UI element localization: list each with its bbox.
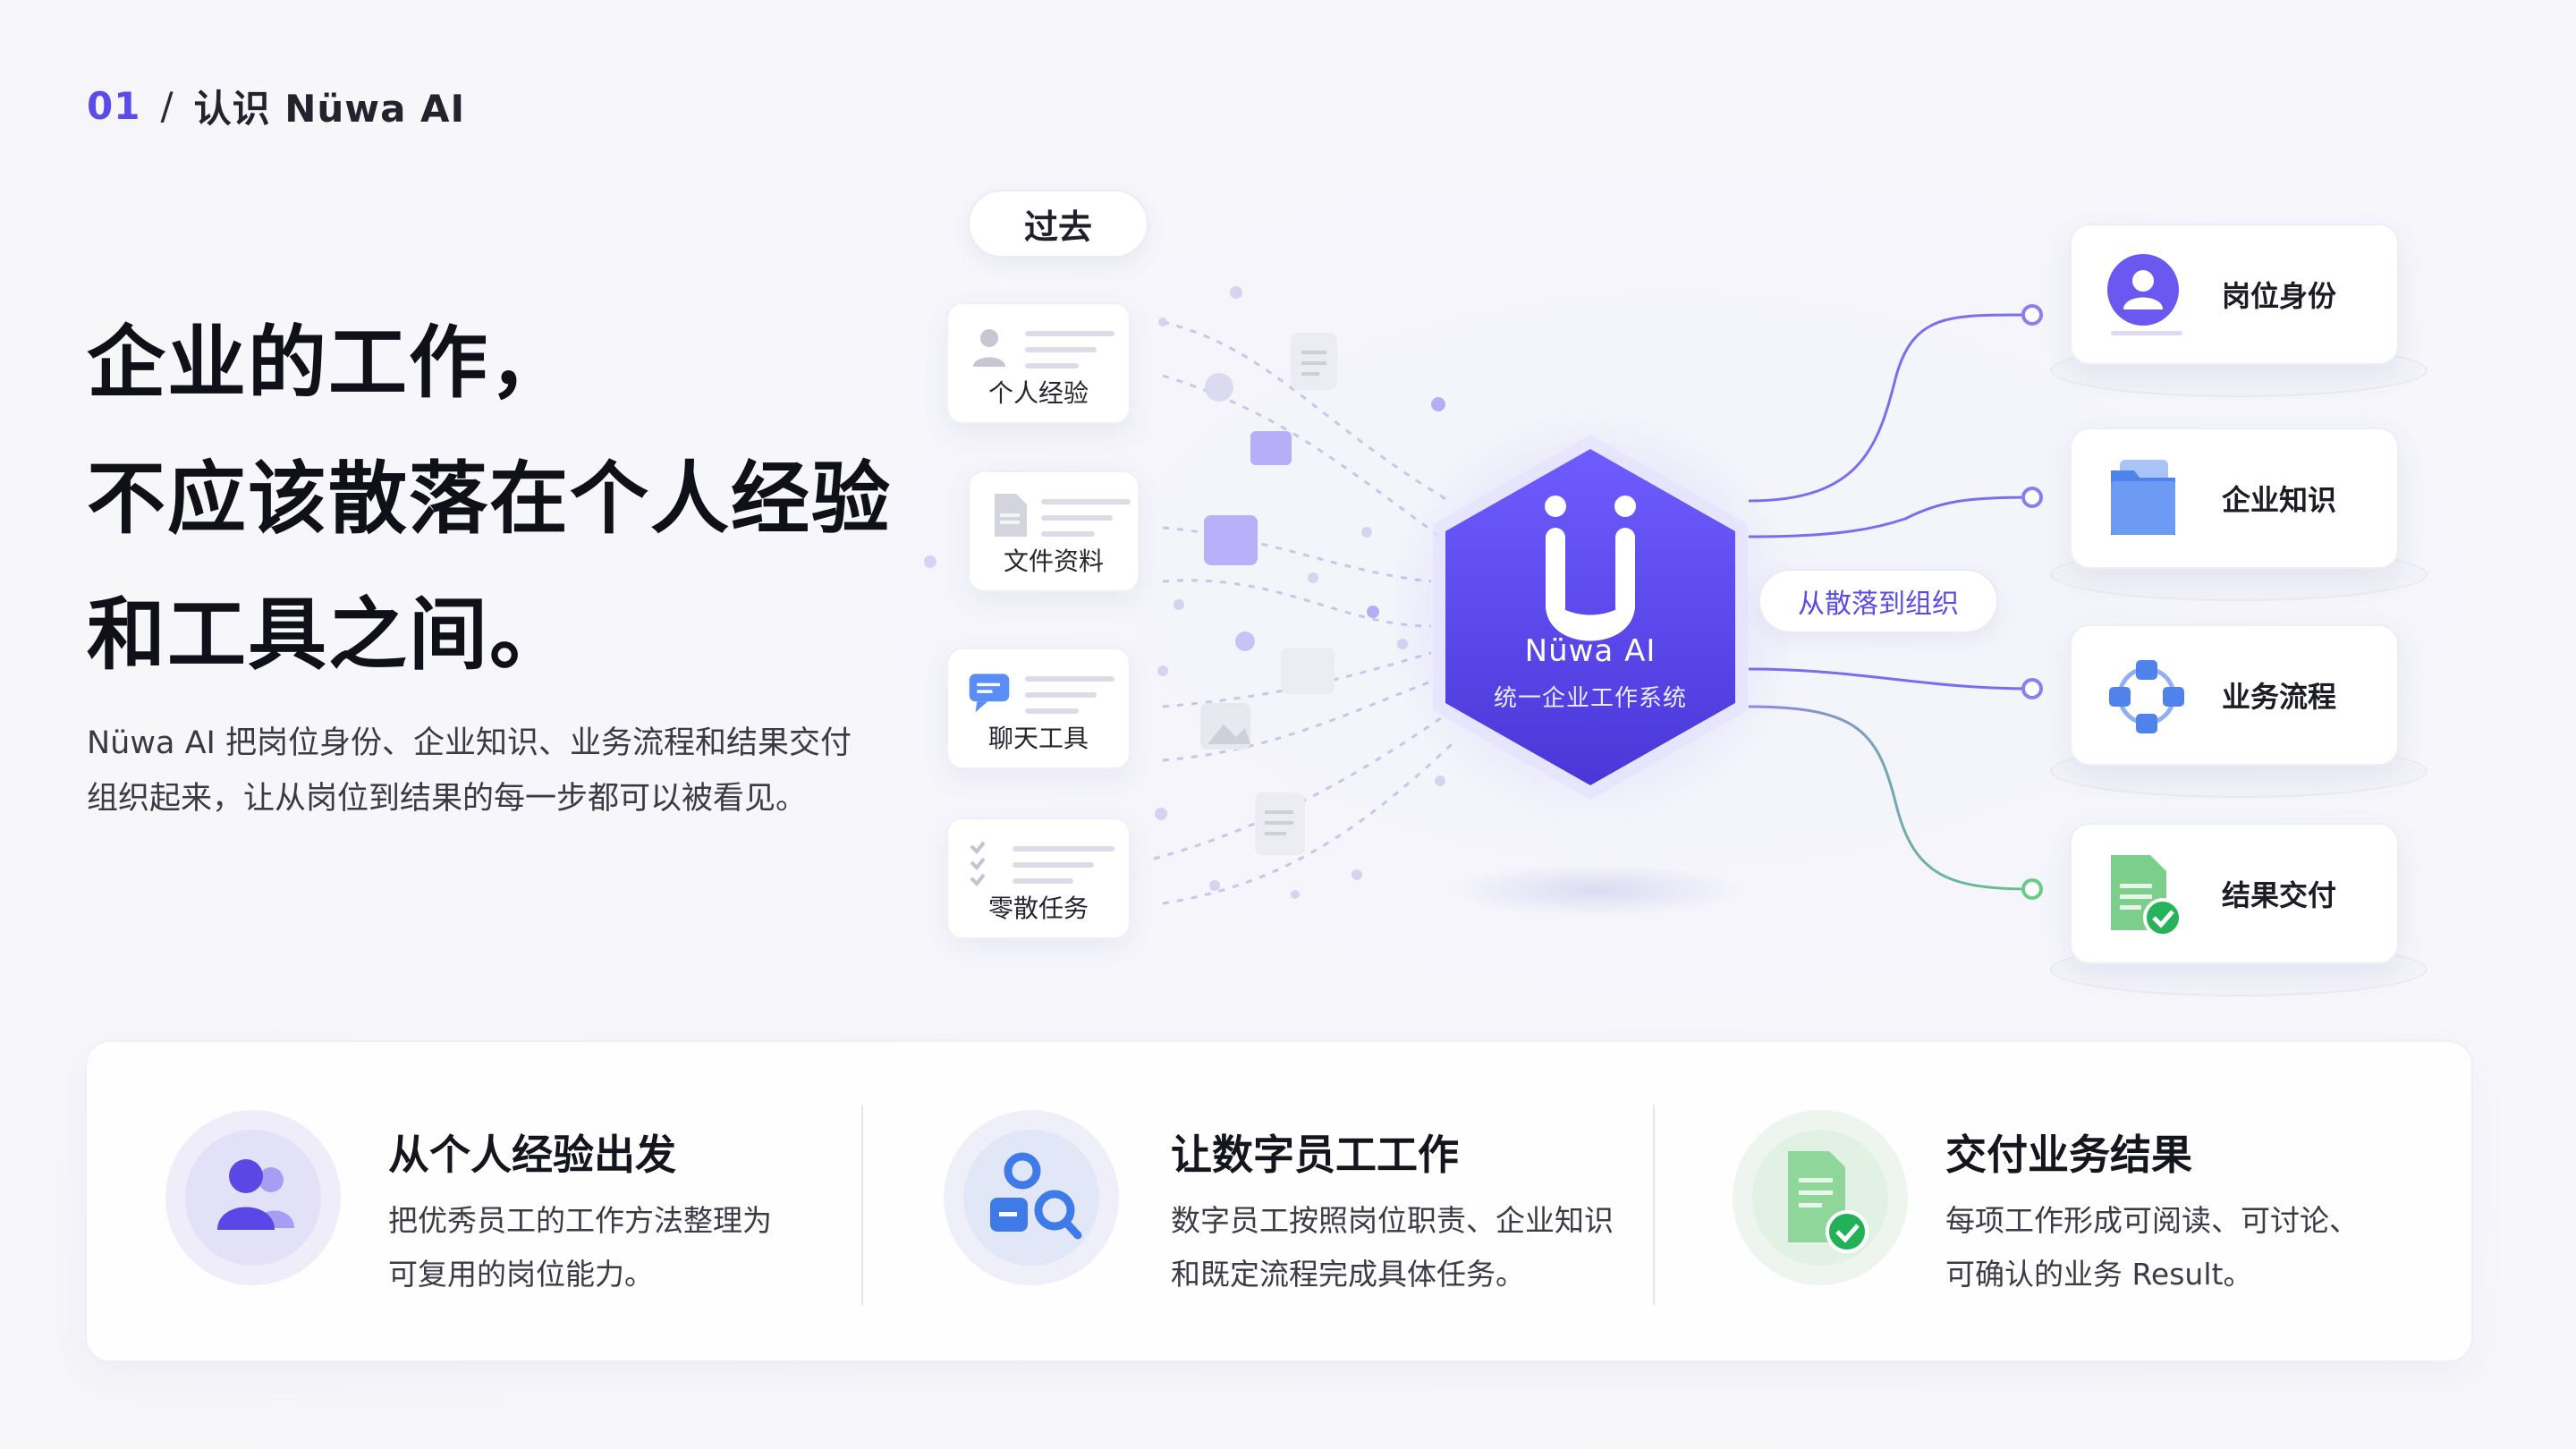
folder-icon bbox=[2111, 460, 2175, 535]
result-document-icon bbox=[1733, 1110, 1908, 1285]
feature-description: 每项工作形成可阅读、可讨论、 可确认的业务 Result。 bbox=[1945, 1194, 2359, 1301]
feature-desc-line: 和既定流程完成具体任务。 bbox=[1171, 1257, 1525, 1292]
source-card-personal-experience: 个人经验 bbox=[946, 302, 1131, 424]
hub-title: Nüwa AI bbox=[1524, 633, 1657, 669]
intro-line-2: 组织起来，让从岗位到结果的每一步都可以被看见。 bbox=[87, 781, 808, 817]
past-label: 过去 bbox=[968, 190, 1148, 258]
source-card-scattered-tasks: 零散任务 bbox=[946, 818, 1131, 939]
output-label: 结果交付 bbox=[2222, 878, 2337, 912]
avatar-icon bbox=[2107, 254, 2182, 335]
person-icon bbox=[973, 329, 1005, 367]
checklist-icon bbox=[970, 841, 986, 886]
headline-line-1: 企业的工作， bbox=[87, 317, 571, 409]
feature-divider bbox=[861, 1105, 863, 1305]
feature-desc-line: 数字员工按照岗位职责、企业知识 bbox=[1171, 1203, 1614, 1238]
source-label: 零散任务 bbox=[987, 894, 1089, 923]
page-headline: 企业的工作， 不应该散落在个人经验 和工具之间。 bbox=[87, 295, 892, 703]
feature-divider bbox=[1653, 1105, 1655, 1305]
document-icon bbox=[995, 494, 1027, 537]
feature-desc-line: 可确认的业务 Result。 bbox=[1945, 1257, 2253, 1292]
source-label: 文件资料 bbox=[1003, 547, 1104, 576]
feature-title: 让数字员工工作 bbox=[1171, 1131, 1459, 1179]
output-label: 企业知识 bbox=[2222, 483, 2337, 517]
hub-subtitle: 统一企业工作系统 bbox=[1493, 685, 1687, 712]
source-card-chat-tools: 聊天工具 bbox=[946, 648, 1131, 769]
feature-desc-line: 可复用的岗位能力。 bbox=[388, 1257, 654, 1292]
output-label: 业务流程 bbox=[2222, 680, 2337, 714]
source-label: 聊天工具 bbox=[987, 724, 1089, 753]
feature-panel: 从个人经验出发 把优秀员工的工作方法整理为 可复用的岗位能力。 让数字员工工作 … bbox=[85, 1040, 2473, 1362]
output-card-business-process: 业务流程 bbox=[2050, 624, 2428, 798]
output-card-role-identity: 岗位身份 bbox=[2050, 224, 2428, 397]
nuwa-hub bbox=[1433, 435, 1748, 800]
digital-worker-search-icon bbox=[944, 1110, 1119, 1285]
feature-desc-line: 每项工作形成可阅读、可讨论、 bbox=[1945, 1203, 2359, 1238]
intro-line-1: Nüwa AI 把岗位身份、企业知识、业务流程和结果交付 bbox=[87, 725, 852, 761]
breadcrumb-separator: / bbox=[160, 84, 174, 128]
feature-description: 数字员工按照岗位职责、企业知识 和既定流程完成具体任务。 bbox=[1171, 1194, 1614, 1301]
workflow-icon bbox=[2109, 660, 2184, 733]
source-card-documents: 文件资料 bbox=[968, 470, 1140, 592]
people-icon bbox=[165, 1110, 341, 1285]
output-card-result-delivery: 结果交付 bbox=[2050, 823, 2428, 996]
chat-bubble-icon bbox=[969, 674, 1010, 713]
headline-line-2: 不应该散落在个人经验 bbox=[87, 453, 893, 545]
breadcrumb: 01 / 认识 Nüwa AI bbox=[87, 79, 465, 133]
headline-line-3: 和工具之间。 bbox=[87, 589, 571, 681]
feature-title: 交付业务结果 bbox=[1945, 1131, 2192, 1179]
section-title: 认识 Nüwa AI bbox=[193, 87, 466, 131]
flow-label: 从散落到组织 bbox=[1758, 569, 1998, 633]
checked-document-icon bbox=[2111, 855, 2182, 937]
section-number: 01 bbox=[87, 84, 141, 128]
feature-title: 从个人经验出发 bbox=[388, 1131, 676, 1179]
intro-paragraph: Nüwa AI 把岗位身份、企业知识、业务流程和结果交付 组织起来，让从岗位到结… bbox=[87, 716, 892, 826]
output-label: 岗位身份 bbox=[2222, 279, 2337, 313]
feature-description: 把优秀员工的工作方法整理为 可复用的岗位能力。 bbox=[388, 1194, 772, 1301]
output-card-enterprise-knowledge: 企业知识 bbox=[2050, 428, 2428, 601]
source-label: 个人经验 bbox=[987, 378, 1089, 408]
feature-desc-line: 把优秀员工的工作方法整理为 bbox=[388, 1203, 772, 1238]
u-logo-icon bbox=[1545, 496, 1636, 641]
hub-shadow bbox=[1449, 863, 1744, 917]
